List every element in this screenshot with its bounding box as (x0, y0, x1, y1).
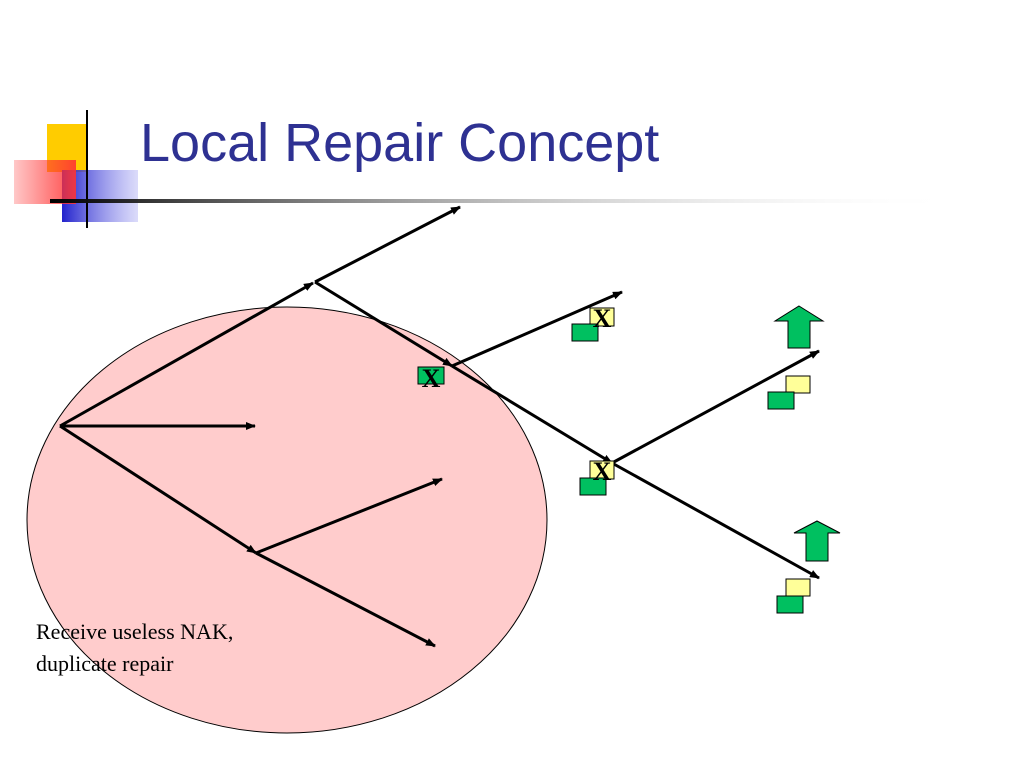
loss-marker: X (593, 304, 612, 333)
green-packet (776, 595, 804, 614)
edge-lower-to-right (255, 477, 443, 555)
edge-lower-to-bottom (255, 551, 436, 648)
caption-line: Receive useless NAK, (36, 619, 234, 644)
edge-upper-to-junction (314, 280, 453, 368)
yellow-packet (589, 307, 615, 327)
edge-upper-to-top (314, 205, 461, 284)
edge-repairer-to-receiver-a (611, 349, 820, 465)
green-packet (579, 477, 607, 496)
edge-root-to-lower (59, 424, 257, 555)
title-decoration (14, 110, 960, 228)
up-arrow-icon (773, 305, 825, 349)
region-caption: Receive useless NAK, duplicate repair (36, 616, 233, 680)
deco-red-square (14, 160, 76, 204)
packet-receiver-b (776, 578, 811, 614)
packet-junction: X (417, 364, 445, 393)
up-arrow-icon (793, 520, 841, 562)
edge-junction-to-repairer (451, 364, 613, 465)
loss-marker: X (422, 364, 441, 393)
edge-junction-to-lost-branch (451, 290, 623, 368)
green-packet (571, 323, 599, 342)
title-underline (50, 199, 960, 203)
green-packet (417, 366, 445, 385)
multicast-tree (59, 205, 820, 648)
loss-marker: X (593, 457, 612, 486)
packet-repairer: X (579, 457, 615, 496)
caption-line: duplicate repair (36, 651, 174, 676)
packet-receiver-a (767, 375, 811, 410)
yellow-packet (785, 375, 811, 394)
packet-lost-branch: X (571, 304, 615, 342)
yellow-packet (785, 578, 811, 597)
edge-root-to-upper (59, 281, 314, 428)
slide-title: Local Repair Concept (140, 113, 660, 173)
local-region-ellipse (26, 306, 548, 734)
edge-repairer-to-receiver-b (611, 461, 820, 580)
green-packet (767, 391, 795, 410)
